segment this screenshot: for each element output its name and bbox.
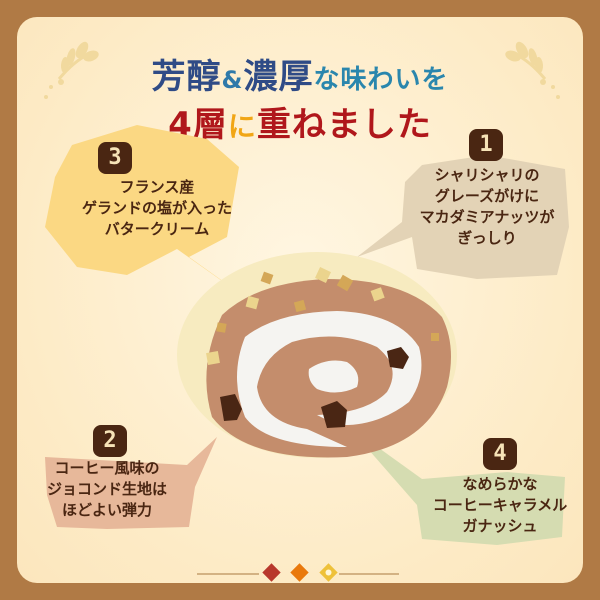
headline-taste: な味わいを [313,65,449,95]
bubble-layer-4 [347,425,565,545]
label-layer-3: フランス産 ゲランドの塩が入った バタークリーム [81,178,232,238]
divider-right [339,573,399,575]
diamond-ornaments [262,563,338,582]
bubble-layer-1 [357,155,569,279]
leaf-ornament-left-icon [44,41,99,99]
headline-stacked: 重ねました [256,105,432,145]
label-layer-2: コーヒー風味の ジョコンド生地は ほどよい弾力 [46,459,167,519]
divider-left [197,573,259,575]
panel: 芳醇&濃厚な味わいを 4層に重ねました [17,17,583,583]
badge-layer-1: 1 [469,129,503,161]
label-layer-1: シャリシャリの グレーズがけに マカダミアナッツが ぎっしり [419,166,555,247]
label-layer-4: なめらかな コーヒーキャラメル ガナッシュ [432,475,568,535]
leaf-ornament-right-icon [505,41,560,99]
headline-particle: に [227,110,257,143]
headline-ampersand: & [221,66,244,94]
bubble-layer-2 [45,437,217,529]
headline-line-1: 芳醇&濃厚な味わいを [17,49,583,98]
illustration-layer [45,125,569,582]
badge-layer-3: 3 [98,142,132,174]
badge-layer-4: 4 [483,438,517,470]
headline-rich: 濃厚 [243,57,314,97]
bubble-layer-3 [45,125,315,347]
cake-roll-illustration [177,252,457,458]
badge-layer-2: 2 [93,425,127,457]
headline-aroma: 芳醇 [151,57,222,97]
